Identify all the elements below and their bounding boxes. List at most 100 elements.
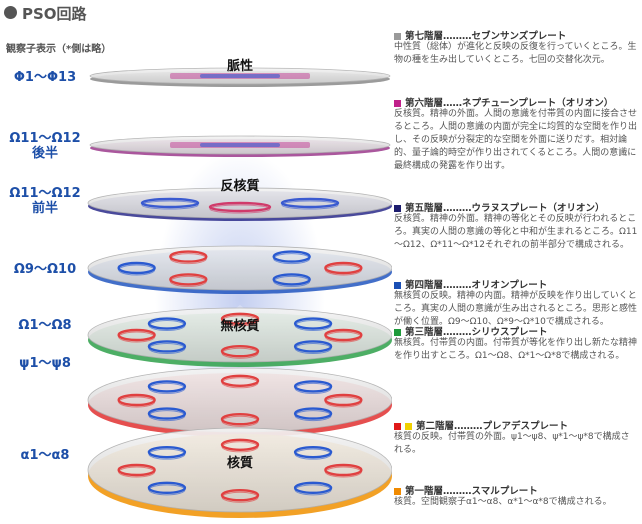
legend-body: 核質。空間観察子α1～α8、α*1～α*8で構成される。: [394, 497, 612, 507]
plate-ring: [148, 448, 186, 460]
plate: [87, 245, 392, 291]
plate-ring: [147, 445, 187, 459]
plate-ring: [117, 393, 156, 407]
plate-label: 脈性: [227, 58, 253, 74]
legend-heading: 第七階層………セブンサンズプレート: [394, 28, 638, 42]
legend-body: 無核質。付帯質の内面。付帯質が等化を作り出し新たな精神を作り出すところ。Ω1～Ω…: [394, 338, 638, 361]
legend-heading-text: 第七階層………セブンサンズプレート: [405, 31, 567, 42]
plate-ring: [294, 484, 332, 496]
plate-ring: [273, 253, 311, 265]
legend-heading: 第二階層………プレアデスプレート: [394, 418, 638, 432]
plate-ring: [220, 345, 260, 358]
plate-ring: [294, 320, 332, 332]
plate-ring: [294, 448, 332, 460]
bullet-dot-icon: [4, 6, 17, 19]
legend-body: 中性質（総体）が進化と反映の反復を行っていくところ。生物の種を生み出していくとこ…: [394, 42, 637, 65]
plate-ring: [272, 273, 311, 286]
plate-ring: [141, 200, 199, 210]
plate-ring: [140, 197, 200, 209]
plate-ring: [324, 396, 362, 408]
legend-heading: 第一階層………スマルプレート: [394, 483, 638, 497]
subtitle: 観察子表示（*側は略）: [6, 44, 112, 55]
plate-ring: [169, 275, 207, 287]
legend-heading-text: 第六階層……ネプチューンプレート（オリオン）: [405, 98, 614, 109]
legend-heading-text: 第五階層………ウラヌスプレート（オリオン）: [405, 203, 605, 214]
plate-ring: [147, 340, 187, 353]
plate-ring: [272, 250, 311, 263]
plate-ring: [118, 396, 156, 408]
legend-entry: 第七階層………セブンサンズプレート中性質（総体）が進化と反映の反復を行っていくと…: [394, 28, 638, 67]
legend-heading-text: 第四階層………オリオンプレート: [405, 280, 548, 291]
plate-ring: [324, 463, 363, 477]
plate-ring: [220, 489, 260, 502]
plate-ring: [117, 463, 156, 477]
plate-ring: [220, 374, 260, 387]
plate: [87, 307, 392, 363]
plate-ring: [294, 382, 332, 394]
plate-ring: [147, 407, 187, 420]
plate-ring: [147, 317, 187, 330]
plate-ring: [147, 380, 187, 393]
plate-label: 反核質: [220, 178, 259, 194]
legend-heading-text: 第三階層………シリウスプレート: [405, 327, 548, 338]
plate-ring: [324, 261, 363, 275]
level-label: Ω9～Ω10: [13, 262, 77, 277]
legend-entry: 第六階層……ネプチューンプレート（オリオン）反核質。精神の外面。人間の意識を付帯…: [394, 95, 638, 173]
color-swatch-icon: [394, 423, 401, 430]
color-swatch-icon: [394, 205, 401, 212]
color-swatch-icon: [394, 282, 401, 289]
plate-ring: [324, 331, 362, 343]
legend-body: 無核質の反映。精神の内面。精神が反映を作り出していくところ。真実の人間の意識が生…: [394, 291, 638, 327]
legend-heading-text: 第一階層………スマルプレート: [405, 486, 538, 497]
plate-ring: [293, 380, 333, 393]
plate-ring: [118, 466, 156, 478]
legend-entry: 第四階層………オリオンプレート無核質の反映。精神の内面。精神が反映を作り出してい…: [394, 277, 638, 329]
legend-heading: 第四階層………オリオンプレート: [394, 277, 638, 291]
plate-ring: [169, 253, 207, 265]
plate-ring: [324, 466, 362, 478]
page-title: PSO回路: [22, 5, 87, 23]
plate-ring: [281, 200, 339, 210]
plate-label: 核質: [227, 455, 253, 471]
plate-ring: [221, 377, 259, 389]
plate-ring: [148, 342, 186, 354]
plate-ring: [220, 413, 260, 426]
plate-ring: [294, 410, 332, 422]
color-swatch-icon: [394, 329, 401, 336]
plate-ring: [148, 484, 186, 496]
plate-ring: [221, 415, 259, 427]
plate-ring: [293, 481, 333, 495]
level-label: Ω1～Ω8: [18, 318, 72, 333]
plate-ring: [273, 275, 311, 287]
plate-ring: [293, 407, 333, 420]
legend-body: 反核質。精神の外面。精神の等化とその反映が行われるところ。真実の人間の意識の等化…: [394, 214, 638, 250]
plate-ring: [117, 328, 156, 342]
color-swatch-icon: [394, 33, 401, 40]
plate-ring: [294, 342, 332, 354]
plate-ring: [280, 197, 340, 209]
plate-ring: [221, 441, 259, 453]
legend-body: 核質の反映。付帯質の外面。ψ1～ψ8、ψ*1～ψ*8で構成される。: [394, 432, 630, 455]
color-swatch-icon: [394, 100, 401, 107]
plate-ring: [324, 393, 363, 407]
legend-heading: 第三階層………シリウスプレート: [394, 324, 638, 338]
level-label: α1～α8: [20, 448, 70, 463]
plate-band: [200, 143, 280, 147]
plate-ring: [208, 201, 272, 213]
legend-entry: 第一階層………スマルプレート核質。空間観察子α1～α8、α*1～α*8で構成され…: [394, 483, 638, 509]
plate-ring: [148, 410, 186, 422]
level-label: ψ1～ψ8: [19, 356, 71, 371]
plate-ring: [324, 264, 362, 276]
legend-entry: 第五階層………ウラヌスプレート（オリオン）反核質。精神の外面。精神の等化とその反…: [394, 200, 638, 252]
color-swatch-icon: [405, 423, 412, 430]
level-label: Φ1～Φ13: [13, 70, 77, 85]
plate-ring: [147, 481, 187, 495]
plate-ring: [324, 328, 363, 342]
legend-entry: 第二階層………プレアデスプレート核質の反映。付帯質の外面。ψ1～ψ8、ψ*1～ψ…: [394, 418, 638, 457]
plate-ring: [117, 261, 156, 275]
plate-ring: [169, 250, 208, 263]
legend-body: 反核質。精神の外面。人間の意識を付帯質の内面に接合させるところ。人間の意識の内面…: [394, 109, 638, 171]
plate-ring: [220, 438, 260, 451]
